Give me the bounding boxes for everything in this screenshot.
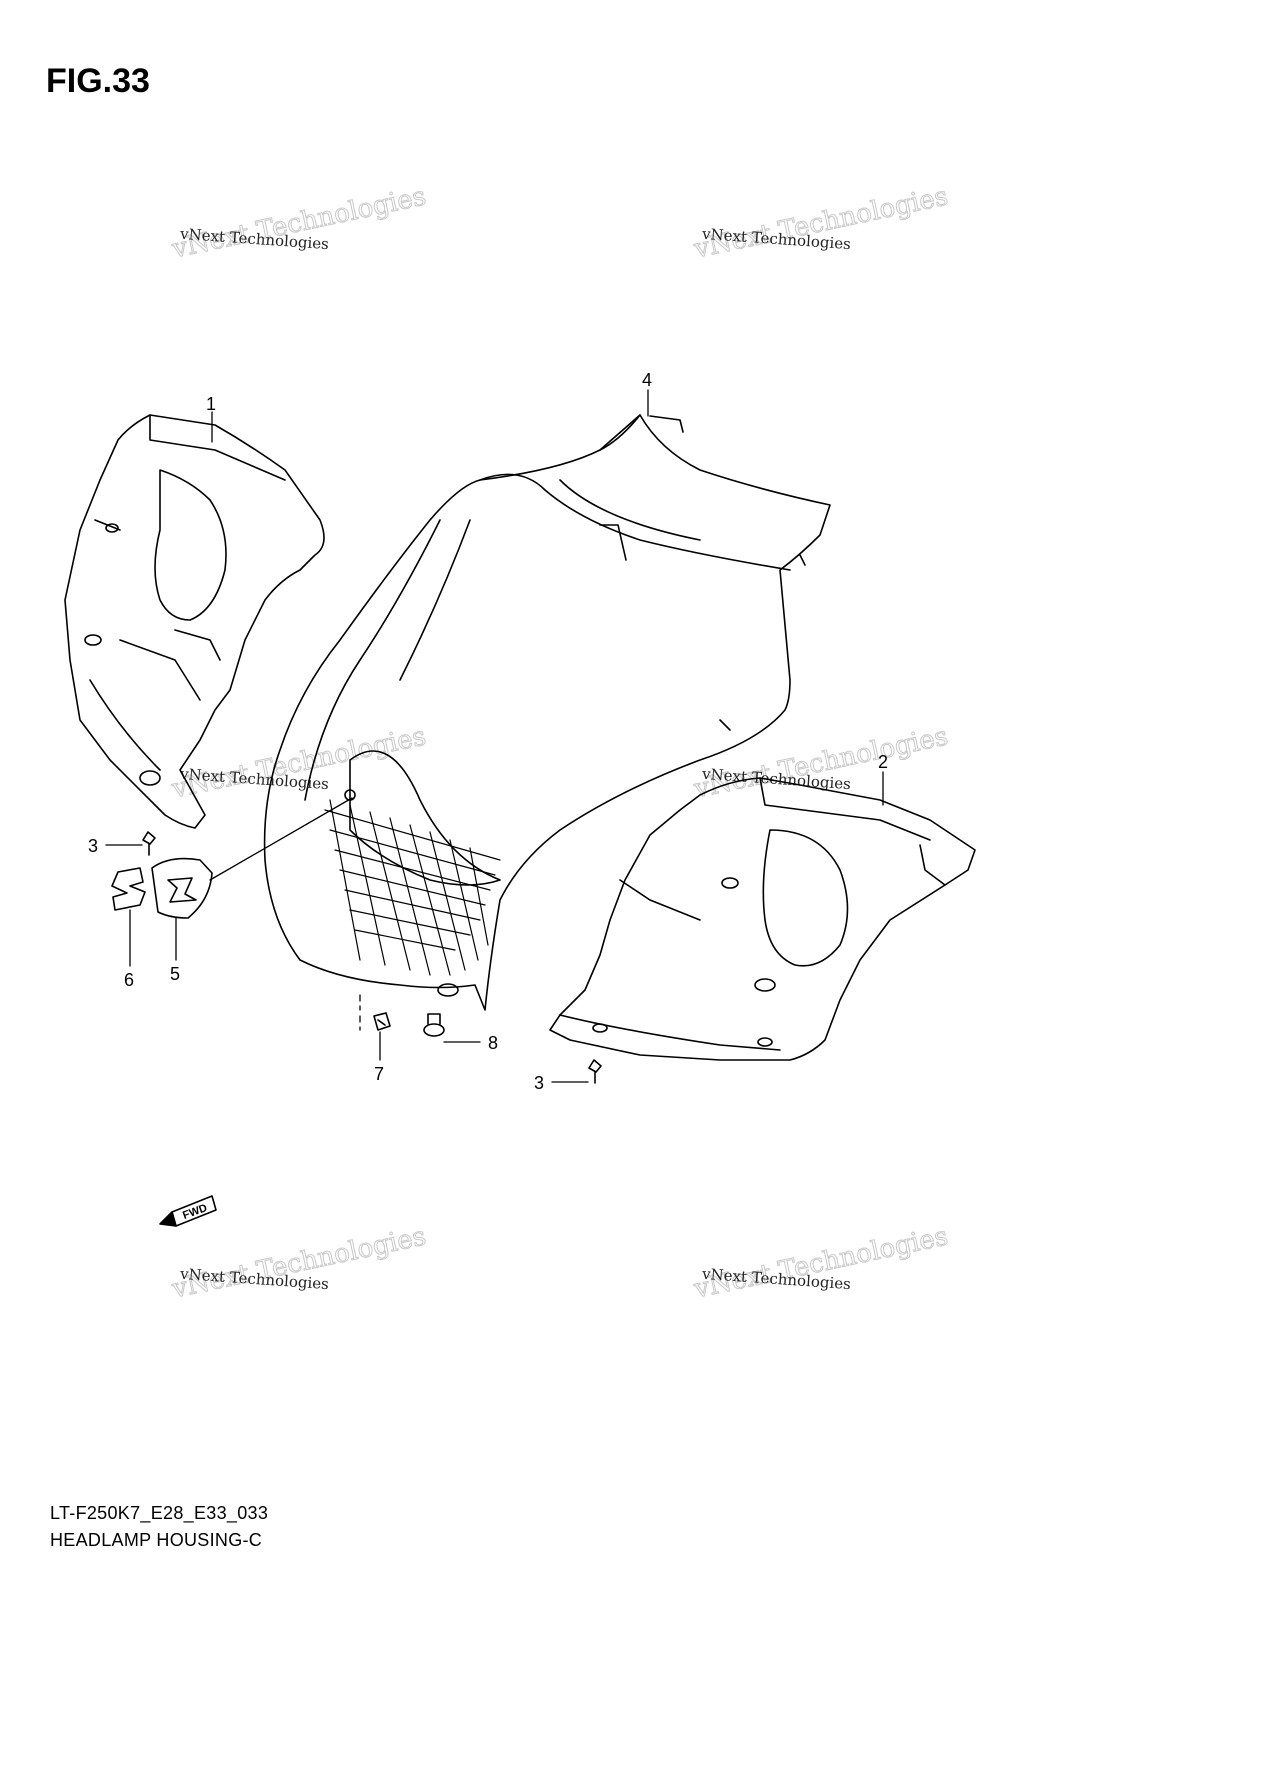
callout-7: 7 (374, 1064, 384, 1084)
callout-8: 8 (488, 1033, 498, 1053)
callout-6: 6 (124, 970, 134, 990)
fwd-direction-arrow: FWD (159, 1195, 217, 1227)
part-1-inner-panel-left (64, 414, 325, 829)
callout-1: 1 (206, 394, 216, 414)
part-6-emblem (111, 867, 146, 911)
callout-5: 5 (170, 964, 180, 984)
part-4-headlamp-housing (263, 414, 831, 1011)
callout-3-right: 3 (534, 1073, 544, 1093)
callout-4: 4 (642, 370, 652, 390)
leader-5-to-housing (209, 797, 353, 881)
part-8-grommet (423, 1013, 445, 1037)
callout-2: 2 (878, 752, 888, 772)
part-5-emblem-plate (151, 857, 213, 919)
callout-3-left: 3 (88, 836, 98, 856)
leader-lines (105, 389, 884, 1083)
figure-title: FIG.33 (46, 62, 150, 100)
part-7-nut (373, 1012, 391, 1031)
part-3-screw-right (588, 1059, 602, 1084)
grille-mesh (324, 799, 501, 976)
part-name: HEADLAMP HOUSING-C (50, 1530, 263, 1550)
part-2-inner-panel-right (549, 777, 976, 1061)
part-3-screw-left (142, 831, 156, 856)
model-code: LT-F250K7_E28_E33_033 (50, 1503, 269, 1523)
